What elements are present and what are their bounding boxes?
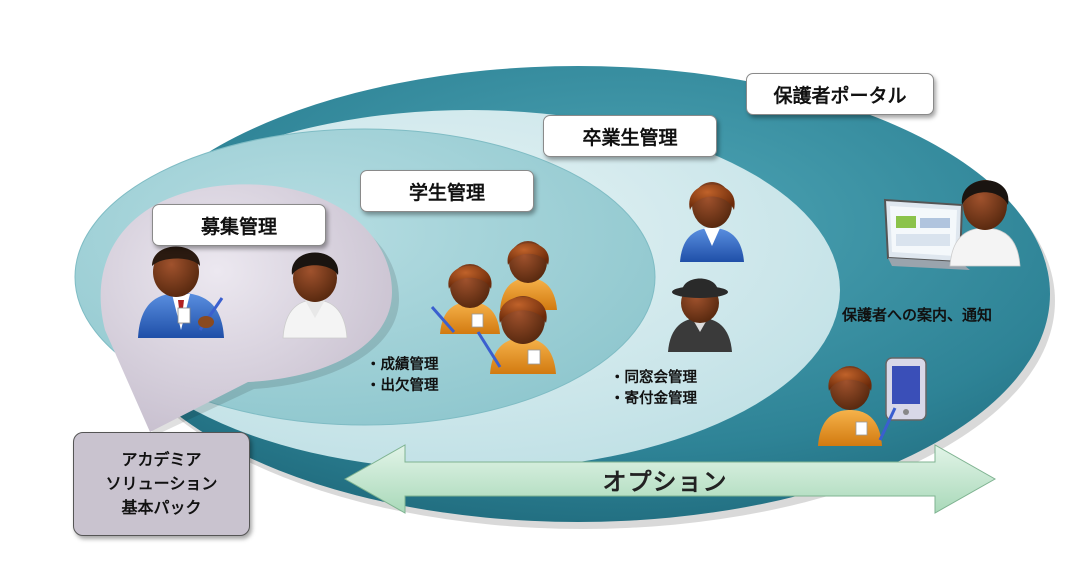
option-arrow	[343, 444, 997, 514]
parent-portal-description: 保護者への案内、通知	[842, 306, 993, 324]
recruiter-man-icon	[138, 246, 224, 338]
base-pack-box: アカデミア ソリューション 基本パック	[73, 432, 250, 536]
student-feature-list: ・成績管理 ・出欠管理	[366, 355, 439, 397]
alumni-feature-item: ・寄付金管理	[610, 391, 697, 407]
alumni-man-icon	[668, 278, 732, 352]
parent-mobile-user-icon	[818, 366, 897, 446]
mobile-device-icon	[885, 357, 927, 421]
option-label: オプション	[602, 468, 728, 496]
recruit-ellipse	[100, 184, 392, 432]
students-group-icon	[430, 241, 557, 374]
base-pack-line: アカデミア	[121, 450, 202, 469]
alumni-title: 卒業生管理	[543, 115, 717, 157]
base-pack-line: 基本パック	[121, 498, 202, 517]
student-feature-item: ・成績管理	[366, 357, 439, 373]
parent-portal-title: 保護者ポータル	[746, 73, 934, 115]
recruitment-title: 募集管理	[152, 204, 326, 246]
student-title: 学生管理	[360, 170, 534, 212]
recruit-applicant-icon	[282, 252, 348, 339]
student-feature-item: ・出欠管理	[366, 378, 439, 394]
alumni-feature-item: ・同窓会管理	[610, 370, 697, 386]
laptop-icon	[883, 198, 970, 270]
parent-icon	[949, 180, 1021, 267]
alumni-woman-icon	[680, 182, 744, 262]
base-pack-line: ソリューション	[105, 474, 218, 493]
alumni-feature-list: ・同窓会管理 ・寄付金管理	[610, 368, 697, 410]
